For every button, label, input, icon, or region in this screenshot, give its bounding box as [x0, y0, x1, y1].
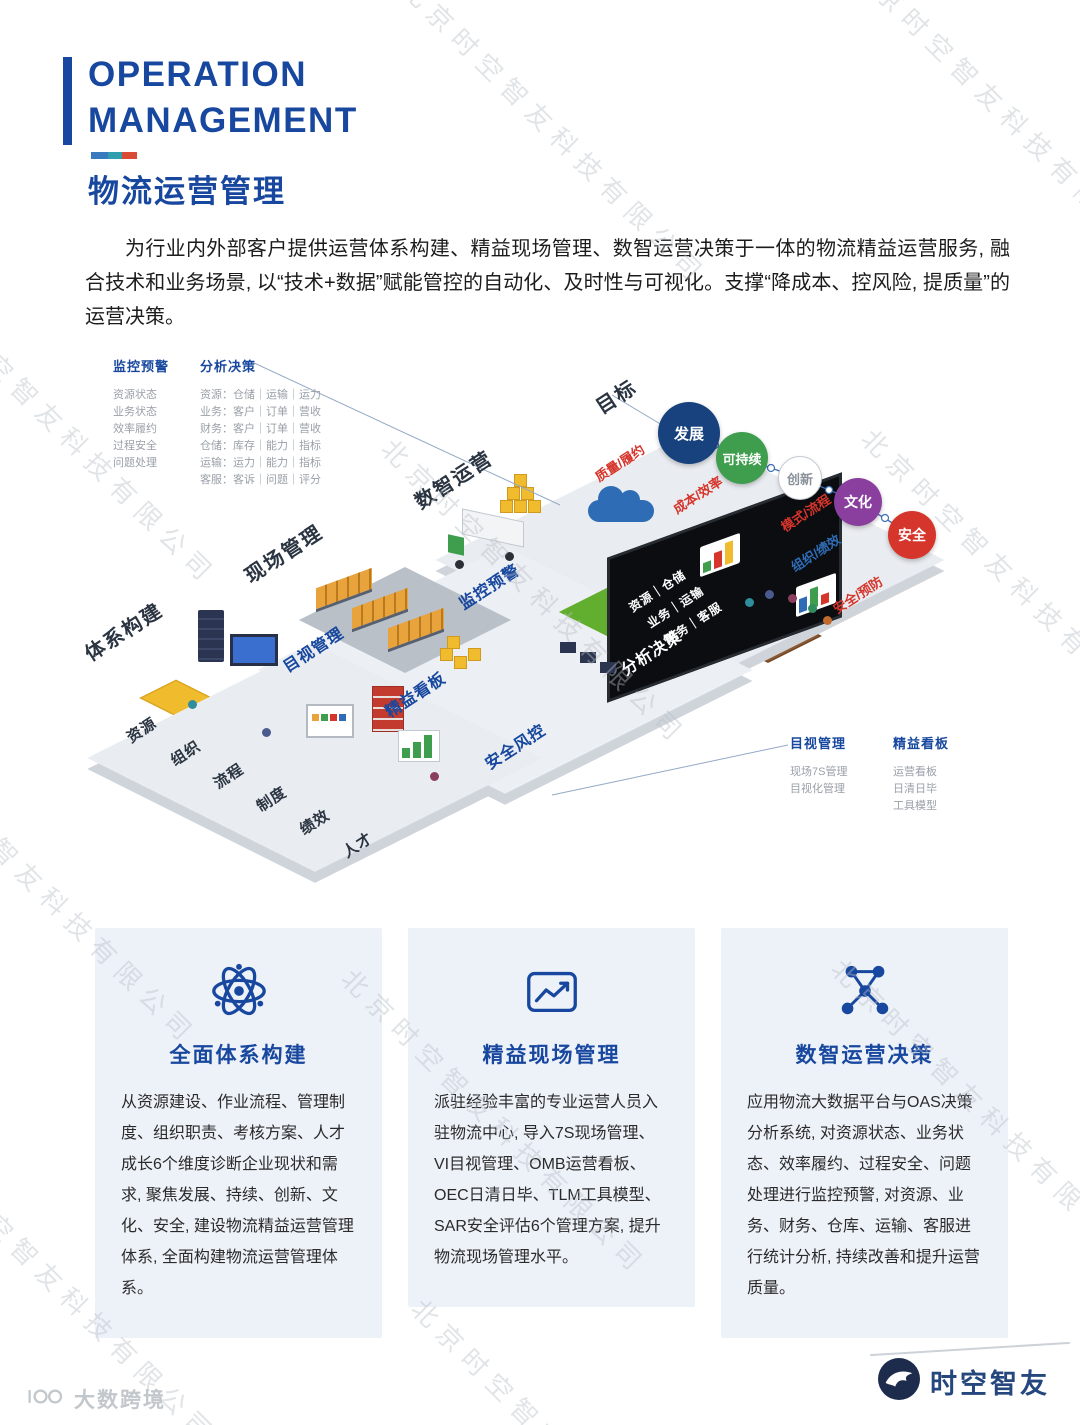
goal-circle-sustainable: 可持续	[716, 432, 768, 484]
feature-cards: 全面体系构建 从资源建设、作业流程、管理制度、组织职责、考核方案、人才成长6个维…	[95, 928, 1008, 1338]
note-title: 目视管理	[790, 736, 847, 751]
analysis-decision-note: 分析决策 资源：仓储｜运输｜运力 业务：客户｜订单｜营收 财务：客户｜订单｜营收…	[200, 356, 360, 489]
note-item: 工具模型	[893, 800, 937, 812]
goal-circle-label: 文化	[844, 494, 872, 510]
title-accent-bar	[63, 57, 72, 145]
pallet-box-illustration	[507, 487, 520, 500]
lean-kanban-note: 精益看板 运营看板 日清日毕 工具模型	[893, 733, 993, 815]
goal-circle-development: 发展	[658, 402, 720, 464]
workstation-illustration	[580, 652, 596, 663]
server-rack-illustration	[198, 610, 224, 662]
note-item: 资源：仓储｜运输｜运力	[200, 389, 321, 401]
note-title: 精益看板	[893, 736, 950, 751]
kanban-board-illustration	[306, 704, 354, 738]
note-item: 日清日毕	[893, 783, 937, 795]
note-item: 运营看板	[893, 766, 937, 778]
note-item: 业务状态	[113, 406, 157, 418]
axis-label-site-management: 现场管理	[241, 521, 328, 588]
visual-management-note: 目视管理 现场7S管理 目视化管理	[790, 733, 890, 798]
atom-icon	[208, 960, 270, 1027]
card-title: 精益现场管理	[482, 1044, 621, 1067]
card-body: 派驻经验丰富的专业运营人员入驻物流中心, 导入7S现场管理、VI目视管理、OMB…	[434, 1094, 661, 1266]
underline-segment	[91, 152, 109, 159]
footer-divider-line	[870, 1341, 1070, 1357]
goal-circle-label: 发展	[673, 425, 704, 443]
note-item: 财务：客户｜订单｜营收	[200, 423, 321, 435]
person-illustration	[430, 772, 439, 781]
page-title-en: OPERATION MANAGEMENT	[88, 52, 358, 144]
truck-wheel-illustration	[455, 560, 464, 569]
person-illustration	[808, 604, 817, 613]
pallet-box-illustration	[514, 500, 527, 513]
note-item: 问题处理	[113, 457, 157, 469]
pallet-box-illustration	[500, 500, 513, 513]
card-system-construction: 全面体系构建 从资源建设、作业流程、管理制度、组织职责、考核方案、人才成长6个维…	[95, 928, 382, 1338]
card-title: 数智运营决策	[795, 1044, 934, 1067]
card-digital-decision: 数智运营决策 应用物流大数据平台与OAS决策分析系统, 对资源状态、业务状态、效…	[721, 928, 1008, 1338]
growth-chart-illustration	[398, 730, 440, 762]
note-item: 过程安全	[113, 440, 157, 452]
note-item: 运输：运力｜能力｜指标	[200, 457, 321, 469]
pallet-box-illustration	[514, 474, 527, 487]
goal-circle-label: 可持续	[722, 451, 762, 467]
axis-label-goal: 目标	[592, 376, 642, 419]
note-item: 业务：客户｜订单｜营收	[200, 406, 321, 418]
footer-brand-left-name: 大数跨境	[74, 1389, 166, 1412]
note-item: 效率履约	[113, 423, 157, 435]
bird-logo-icon	[878, 1358, 920, 1405]
workstation-illustration	[600, 662, 616, 673]
card-body: 应用物流大数据平台与OAS决策分析系统, 对资源状态、业务状态、效率履约、过程安…	[747, 1094, 980, 1297]
goal-circle-innovation: 创新	[778, 456, 822, 500]
cargo-box-illustration	[454, 656, 467, 669]
line-chart-icon	[521, 960, 583, 1027]
person-illustration	[788, 594, 797, 603]
person-illustration	[765, 590, 774, 599]
note-title: 分析决策	[200, 359, 257, 374]
note-title: 监控预警	[113, 359, 170, 374]
card-body: 从资源建设、作业流程、管理制度、组织职责、考核方案、人才成长6个维度诊断企业现状…	[121, 1094, 354, 1297]
footer-brand-left: 大数跨境	[26, 1384, 166, 1414]
cargo-box-illustration	[447, 636, 460, 649]
goal-circle-label: 创新	[786, 471, 813, 487]
cargo-box-illustration	[440, 648, 453, 661]
truck-wheel-illustration	[505, 552, 514, 561]
cloud-icon	[588, 486, 654, 522]
truck-cab-illustration	[448, 534, 464, 556]
footer-brand-right: 时空智友	[878, 1358, 1050, 1405]
person-illustration	[823, 616, 832, 625]
card-site-management: 精益现场管理 派驻经验丰富的专业运营人员入驻物流中心, 导入7S现场管理、VI目…	[408, 928, 695, 1307]
page-title-en-line2: MANAGEMENT	[88, 101, 358, 140]
title-underline	[91, 152, 137, 159]
page-title-en-line1: OPERATION	[88, 55, 307, 94]
person-illustration	[188, 700, 197, 709]
network-icon	[834, 960, 896, 1027]
intro-paragraph: 为行业内外部客户提供运营体系构建、精益现场管理、数智运营决策于一体的物流精益运营…	[85, 238, 1010, 328]
underline-segment	[108, 152, 123, 159]
note-item: 现场7S管理	[790, 766, 848, 778]
axis-label-system-construction: 体系构建	[81, 599, 168, 666]
goal-circle-safety: 安全	[888, 511, 936, 559]
card-title: 全面体系构建	[169, 1044, 308, 1067]
page-title-cn: 物流运营管理	[88, 174, 286, 209]
goal-circle-culture: 文化	[834, 478, 882, 526]
note-item: 目视化管理	[790, 783, 845, 795]
monitor-warning-note: 监控预警 资源状态 业务状态 效率履约 过程安全 问题处理	[113, 356, 201, 472]
monitor-illustration	[230, 634, 278, 666]
workstation-illustration	[560, 642, 576, 653]
person-illustration	[262, 728, 271, 737]
shelf-illustration	[372, 686, 404, 732]
pallet-box-illustration	[528, 500, 541, 513]
goal-circle-label: 安全	[898, 527, 926, 543]
cargo-box-illustration	[468, 648, 481, 661]
pallet-box-illustration	[521, 487, 534, 500]
dashukuajing-logo-icon	[26, 1387, 66, 1412]
person-illustration	[745, 598, 754, 607]
note-item: 资源状态	[113, 389, 157, 401]
underline-segment	[122, 152, 137, 159]
note-item: 仓储：库存｜能力｜指标	[200, 440, 321, 452]
footer-brand-right-name: 时空智友	[930, 1369, 1050, 1399]
note-item: 客服：客诉｜问题｜评分	[200, 474, 321, 486]
axis-label-digital-operation: 数智运营	[411, 447, 498, 514]
